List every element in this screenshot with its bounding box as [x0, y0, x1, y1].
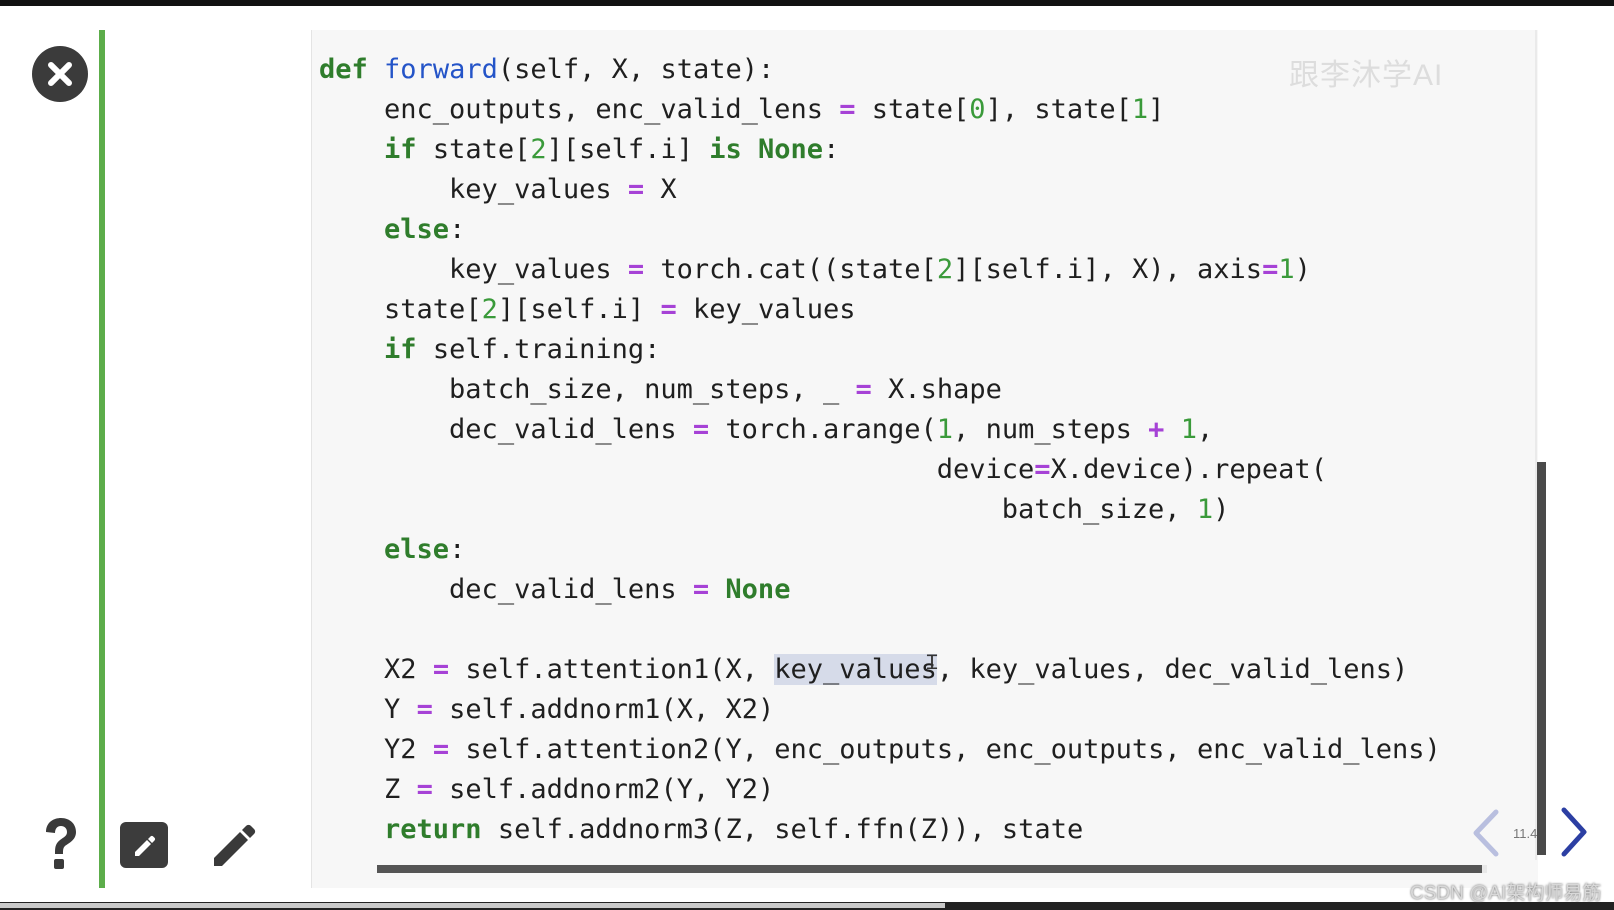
- code-line: state[2][self.i] = key_values: [384, 294, 856, 325]
- text-cursor-icon: Ｉ: [922, 650, 942, 674]
- page-indicator: 11.4: [1513, 826, 1538, 841]
- code-block: def forward(self, X, state): enc_outputs…: [319, 50, 1441, 850]
- code-line: Y = self.addnorm1(X, X2): [384, 694, 775, 725]
- code-line: else:: [384, 534, 466, 565]
- code-line: if self.training:: [384, 334, 661, 365]
- code-line: dec_valid_lens = None: [449, 574, 791, 605]
- code-line: key_values = X: [449, 174, 677, 205]
- horizontal-scrollbar[interactable]: [377, 865, 1482, 873]
- chevron-left-icon: [1473, 809, 1499, 857]
- code-panel: def forward(self, X, state): enc_outputs…: [311, 30, 1538, 888]
- vertical-scrollbar[interactable]: [1537, 462, 1546, 855]
- next-slide-button[interactable]: [1556, 806, 1592, 858]
- vertical-scroll-track: [1535, 30, 1537, 860]
- code-line: device=X.device).repeat(: [936, 454, 1327, 485]
- previous-slide-button[interactable]: [1468, 808, 1504, 858]
- watermark-bottom: CSDN @AI架构师易筋: [1410, 883, 1602, 904]
- code-line: else:: [384, 214, 466, 245]
- top-bar: [0, 0, 1614, 6]
- question-mark-icon: [46, 818, 76, 869]
- help-button[interactable]: [36, 816, 84, 872]
- code-line: Y2 = self.attention2(Y, enc_outputs, enc…: [384, 734, 1441, 765]
- code-line: enc_outputs, enc_valid_lens = state[0], …: [384, 94, 1165, 125]
- code-line: [319, 610, 1441, 650]
- code-line: if state[2][self.i] is None:: [384, 134, 840, 165]
- slide-accent-rule: [99, 30, 105, 888]
- code-line: batch_size, num_steps, _ = X.shape: [449, 374, 1002, 405]
- edit-button[interactable]: [120, 822, 168, 868]
- chevron-right-icon: [1561, 807, 1587, 857]
- code-line: batch_size, 1): [1001, 494, 1230, 525]
- code-line: dec_valid_lens = torch.arange(1, num_ste…: [449, 414, 1214, 445]
- pencil-button[interactable]: [208, 818, 260, 870]
- video-progress-bar[interactable]: [0, 903, 945, 908]
- code-line: Z = self.addnorm2(Y, Y2): [384, 774, 775, 805]
- close-button[interactable]: [32, 46, 88, 102]
- pencil-icon: [214, 824, 256, 866]
- watermark-top: 跟李沐学AI: [1289, 59, 1444, 92]
- code-line: return self.addnorm3(Z, self.ffn(Z)), st…: [384, 814, 1084, 845]
- code-line: key_values = torch.cat((state[2][self.i]…: [449, 254, 1311, 285]
- code-line: X2 = self.attention1(X, key_values, key_…: [384, 654, 1409, 685]
- edit-box-icon: [135, 835, 156, 856]
- code-line: def forward(self, X, state):: [319, 54, 775, 85]
- close-icon: [48, 62, 72, 86]
